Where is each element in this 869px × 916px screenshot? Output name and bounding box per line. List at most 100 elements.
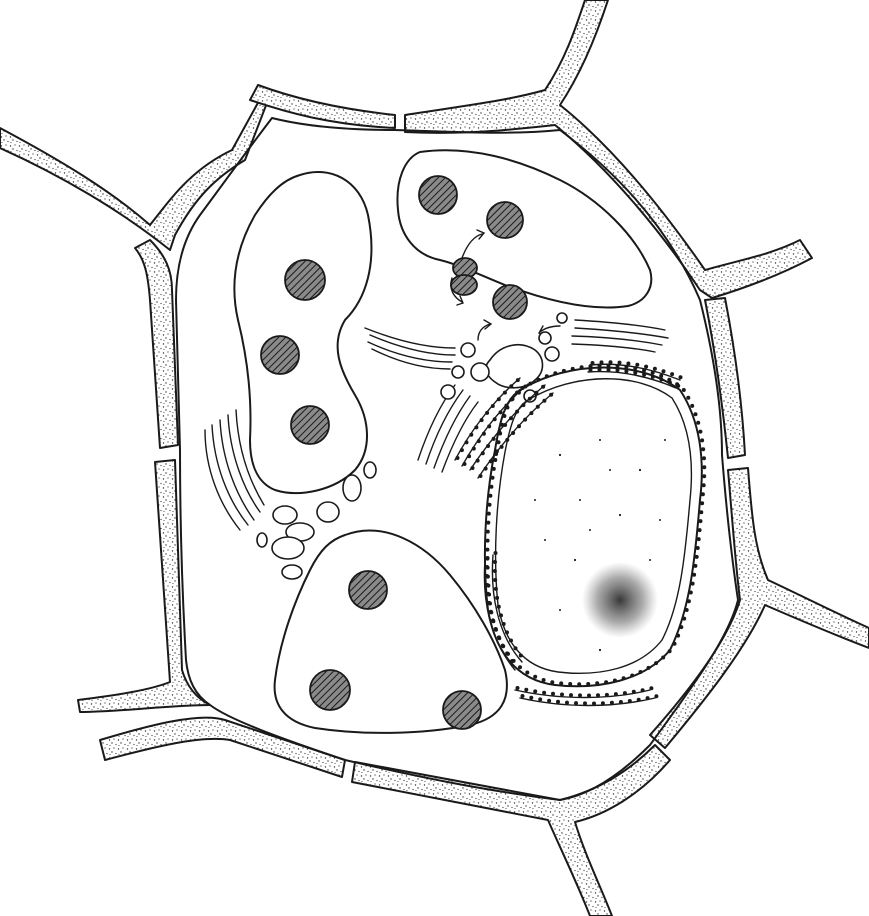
ribosome: [596, 693, 600, 697]
ribosome: [580, 365, 584, 369]
ribosome: [647, 666, 651, 670]
golgi-stack: [572, 320, 668, 352]
ribosome: [501, 644, 505, 648]
vesicle-cluster: [486, 345, 543, 388]
ribosome: [529, 411, 533, 415]
ribosome: [494, 627, 498, 631]
ribosome: [536, 405, 540, 409]
ribosome: [670, 372, 674, 376]
ribosome: [493, 578, 497, 582]
ribosome: [502, 414, 506, 418]
ribosome: [491, 618, 495, 622]
ribosome: [604, 680, 608, 684]
ribosome: [494, 551, 498, 555]
ribosome: [693, 564, 697, 568]
budding-protein-body: [451, 275, 477, 295]
ribosome: [659, 378, 663, 382]
ribosome: [502, 622, 506, 626]
ribosome: [654, 661, 658, 665]
ribosome: [697, 537, 701, 541]
ribosome: [480, 418, 484, 422]
ribosome: [515, 410, 519, 414]
ribosome: [690, 404, 694, 408]
ribosome: [700, 501, 704, 505]
ribosome: [541, 385, 545, 389]
ribosome: [514, 646, 518, 650]
ribosome: [551, 692, 555, 696]
er-cisterna: [478, 393, 553, 478]
ribosome: [485, 565, 489, 569]
ribosome: [633, 371, 637, 375]
ribosome: [489, 459, 493, 463]
ribosome: [633, 366, 637, 370]
ribosome: [485, 574, 489, 578]
ribosome: [485, 583, 489, 587]
wall-band-left-lower: [78, 460, 210, 712]
protein-body: [419, 176, 457, 214]
vesicle: [471, 363, 489, 381]
ribosome: [651, 371, 655, 375]
vacuoles: [234, 150, 651, 733]
nucleolus: [582, 562, 658, 638]
ribosome: [586, 682, 590, 686]
ribosome: [637, 698, 641, 702]
ribosome: [702, 483, 706, 487]
ribosome: [465, 440, 469, 444]
ribosome: [477, 439, 481, 443]
ribosome: [517, 424, 521, 428]
ribosome: [601, 701, 605, 705]
ribosome: [577, 682, 581, 686]
ribosome: [479, 474, 483, 478]
ribosome: [701, 492, 705, 496]
ribosome: [516, 686, 520, 690]
ribosome: [614, 692, 618, 696]
ribosome: [511, 431, 515, 435]
vesicle: [364, 462, 376, 478]
protein-body: [261, 336, 299, 374]
vesicle: [441, 385, 455, 399]
ribosome: [493, 417, 497, 421]
ribosome: [618, 361, 622, 365]
ribosome: [698, 430, 702, 434]
ribosome: [505, 630, 509, 634]
ribosome: [589, 368, 593, 372]
ribosome: [486, 539, 490, 543]
ribosome: [694, 412, 698, 416]
nucleus: [485, 368, 702, 687]
ribosome: [595, 681, 599, 685]
ribosome: [493, 458, 497, 462]
ribosome: [642, 373, 646, 377]
ribosome: [521, 403, 525, 407]
ribosome: [519, 654, 523, 658]
ribosome: [587, 694, 591, 698]
ribosome: [487, 424, 491, 428]
ribosome: [662, 369, 666, 373]
ribosome: [676, 634, 680, 638]
ribosome: [524, 688, 528, 692]
ribosome: [676, 384, 680, 388]
ribosome: [630, 674, 634, 678]
ribosome: [626, 362, 630, 366]
ribosome: [692, 573, 696, 577]
ribosome: [488, 494, 492, 498]
ribosome: [511, 397, 515, 401]
ribosome: [702, 474, 706, 478]
ribosome: [484, 467, 488, 471]
nuclear-envelope-outer: [485, 368, 702, 687]
ribosome: [497, 635, 501, 639]
vesicle: [273, 506, 297, 524]
ribosome: [646, 696, 650, 700]
wall-band-top-left: [0, 90, 270, 250]
ribosome: [605, 693, 609, 697]
vesicle: [257, 533, 267, 547]
ribosome: [673, 642, 677, 646]
protein-body: [291, 406, 329, 444]
protein-body: [493, 285, 527, 319]
ribosome: [622, 676, 626, 680]
ribosome: [492, 437, 496, 441]
vesicle: [272, 537, 304, 559]
vesicle: [317, 502, 339, 522]
ribosome: [571, 367, 575, 371]
ribosome: [545, 374, 549, 378]
